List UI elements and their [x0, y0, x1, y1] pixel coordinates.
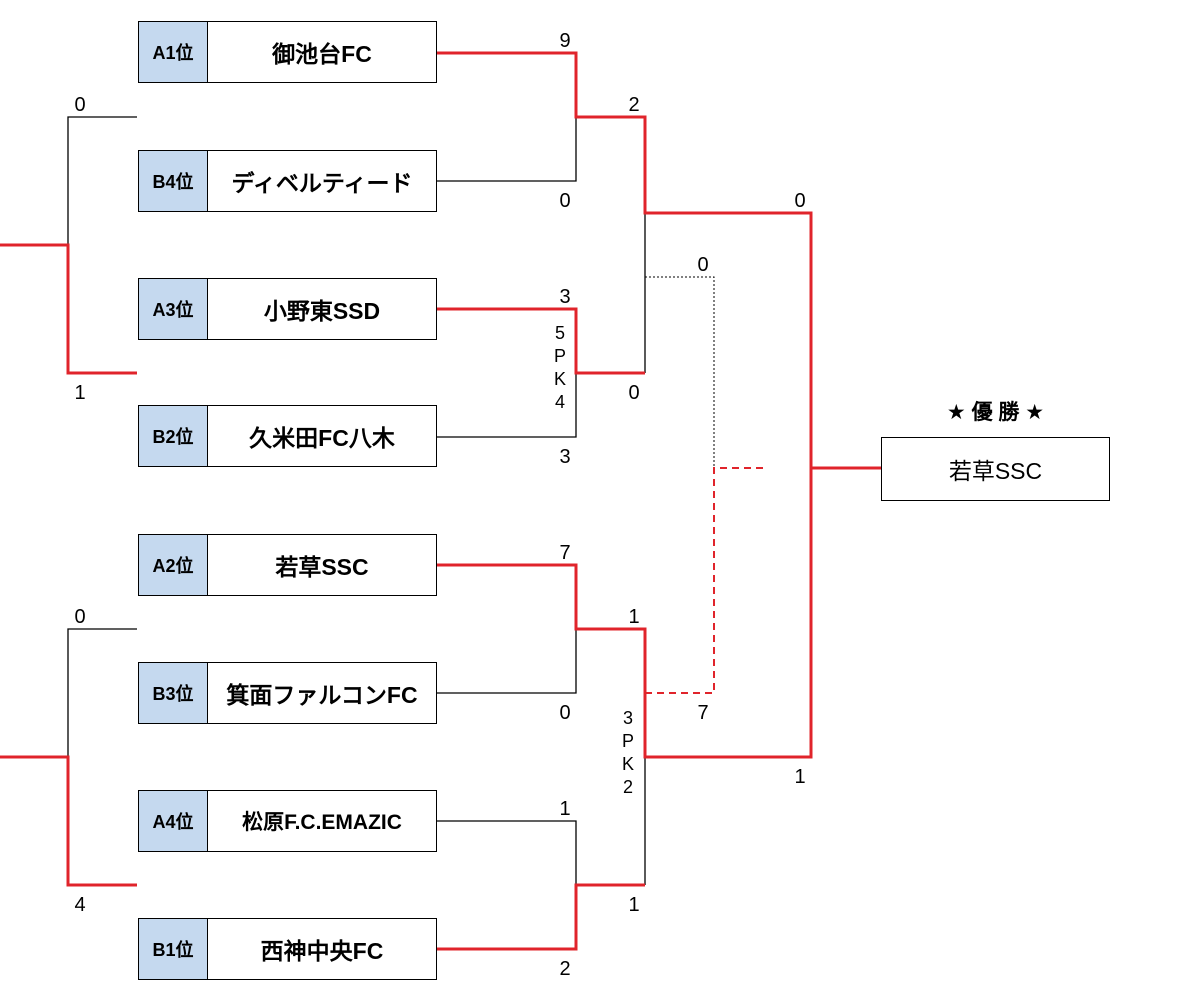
team-box: A1位 御池台FC — [138, 21, 437, 83]
score: 1 — [628, 606, 640, 628]
score: 0 — [74, 606, 86, 628]
champion-title: ★ 優 勝 ★ — [946, 401, 1045, 424]
pk-score: 5 P K 4 — [553, 323, 567, 412]
seed-label: B4位 — [139, 151, 208, 211]
score: 1 — [559, 798, 571, 820]
seed-label: A3位 — [139, 279, 208, 339]
score: 7 — [697, 702, 709, 724]
team-name: 久米田FC八木 — [249, 425, 395, 451]
seed-label: A1位 — [139, 22, 208, 82]
team-name: 若草SSC — [275, 554, 369, 580]
team-box: B1位 西神中央FC — [138, 918, 437, 980]
score: 4 — [74, 894, 86, 916]
score: 0 — [74, 94, 86, 116]
score: 3 — [559, 286, 571, 308]
team-name: 御池台FC — [272, 41, 372, 67]
seed-label: A4位 — [139, 791, 208, 851]
seed-label: B2位 — [139, 406, 208, 466]
team-name: ディベルティード — [231, 170, 413, 196]
score: 0 — [794, 190, 806, 212]
team-box: B2位 久米田FC八木 — [138, 405, 437, 467]
score: 1 — [794, 766, 806, 788]
score: 0 — [559, 190, 571, 212]
team-box: B4位 ディベルティード — [138, 150, 437, 212]
team-name: 西神中央FC — [260, 938, 384, 964]
team-box: B3位 箕面ファルコンFC — [138, 662, 437, 724]
seed-label: B1位 — [139, 919, 208, 979]
score: 7 — [559, 542, 571, 564]
pk-score: 3 P K 2 — [621, 708, 635, 797]
score: 2 — [559, 958, 571, 980]
team-box: A3位 小野東SSD — [138, 278, 437, 340]
champion-name: 若草SSC — [881, 437, 1110, 501]
team-box: A2位 若草SSC — [138, 534, 437, 596]
seed-label: A2位 — [139, 535, 208, 595]
score: 0 — [697, 254, 709, 276]
score: 2 — [628, 94, 640, 116]
team-name: 箕面ファルコンFC — [226, 682, 418, 708]
score: 1 — [74, 382, 86, 404]
seed-label: B3位 — [139, 663, 208, 723]
team-box: A4位 松原F.C.EMAZIC — [138, 790, 437, 852]
team-name: 松原F.C.EMAZIC — [242, 811, 402, 834]
team-name: 小野東SSD — [263, 298, 381, 324]
score: 9 — [559, 30, 571, 52]
score: 1 — [628, 894, 640, 916]
score: 0 — [628, 382, 640, 404]
score: 3 — [559, 446, 571, 468]
score: 0 — [559, 702, 571, 724]
